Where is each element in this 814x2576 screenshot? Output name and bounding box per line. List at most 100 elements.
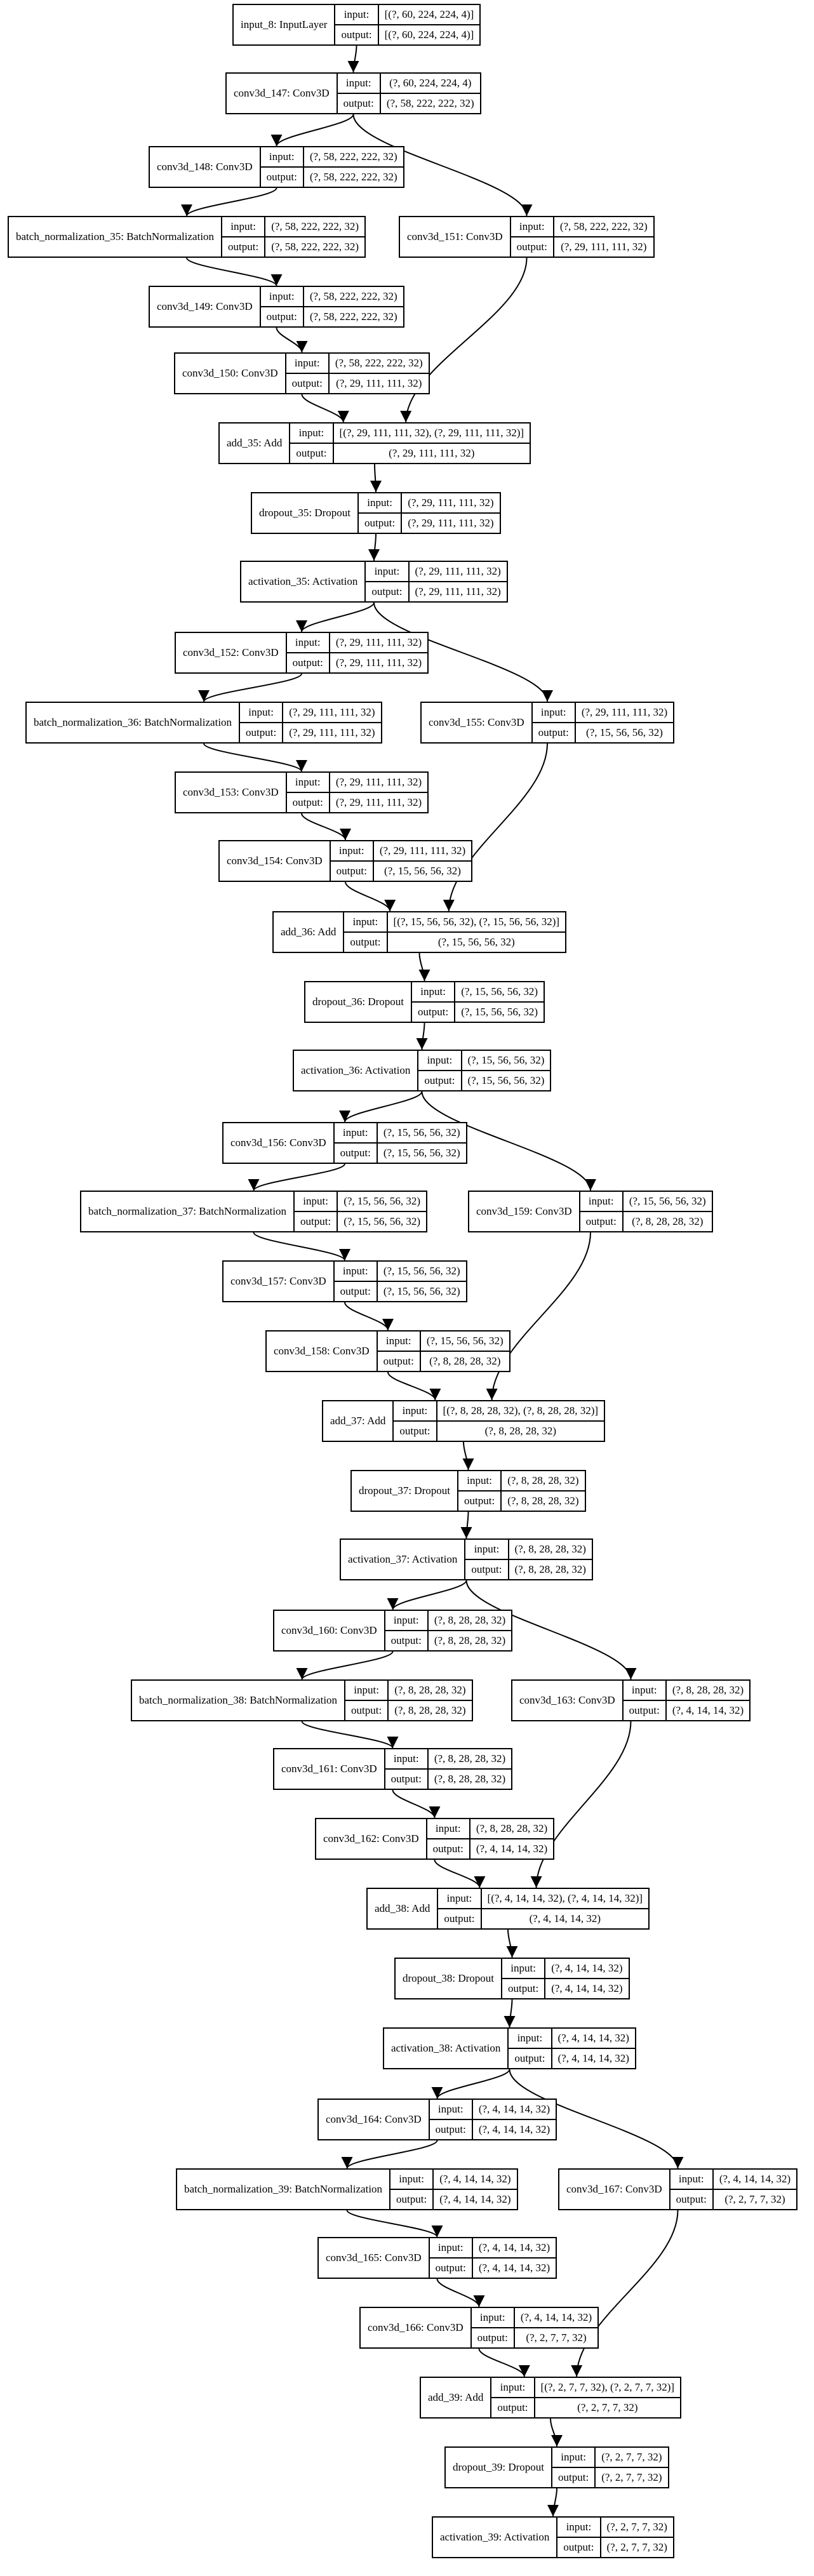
layer-name: batch_normalization_37: BatchNormalizati… <box>81 1192 295 1231</box>
input-shape: (?, 2, 7, 7, 32) <box>606 2521 667 2533</box>
layer-name: add_38: Add <box>368 1889 439 1928</box>
layer-node: conv3d_166: Conv3D input: output:(?, 4, 14… <box>359 2307 599 2349</box>
input-label: input: <box>437 2241 464 2253</box>
input-shape: [(?, 29, 111, 111, 32), (?, 29, 111, 111… <box>339 427 524 439</box>
input-shape: (?, 4, 14, 14, 32) <box>551 1962 623 1974</box>
layer-name: conv3d_164: Conv3D <box>319 2100 430 2139</box>
input-shape: (?, 8, 28, 28, 32) <box>672 1684 744 1696</box>
input-shape: (?, 58, 222, 222, 32) <box>271 220 359 232</box>
input-shape: (?, 58, 222, 222, 32) <box>559 220 648 232</box>
output-shape: (?, 4, 14, 14, 32) <box>666 1700 750 1720</box>
layer-name: batch_normalization_39: BatchNormalizati… <box>177 2170 391 2209</box>
input-label: input: <box>374 565 400 577</box>
input-shape: (?, 58, 222, 222, 32) <box>309 290 397 302</box>
io-label-column: input:output: <box>385 1749 429 1789</box>
output-label: output: <box>334 1142 377 1163</box>
input-label: input: <box>393 1752 419 1765</box>
layer-name: activation_39: Activation <box>433 2518 558 2557</box>
shape-column: (?, 4, 14, 14, 32)(?, 2, 7, 7, 32) <box>514 2308 598 2347</box>
input-shape: (?, 15, 56, 56, 32) <box>383 1265 460 1277</box>
layer-name: conv3d_149: Conv3D <box>150 287 261 326</box>
input-shape: (?, 4, 14, 14, 32) <box>719 2173 791 2185</box>
layer-name: dropout_35: Dropout <box>252 493 359 533</box>
edge-arrow <box>203 743 307 772</box>
edge-arrow <box>550 2418 563 2447</box>
output-shape: (?, 2, 7, 7, 32) <box>535 2397 681 2417</box>
output-shape: (?, 15, 56, 56, 32) <box>373 860 472 881</box>
layer-name: conv3d_163: Conv3D <box>512 1681 624 1720</box>
layer-name: conv3d_148: Conv3D <box>150 147 261 187</box>
output-shape: (?, 15, 56, 56, 32) <box>377 1142 466 1163</box>
io-label-column: input:output: <box>438 1889 482 1928</box>
output-shape: (?, 4, 14, 14, 32) <box>545 1978 629 1998</box>
input-label: input: <box>269 290 295 302</box>
input-label: input: <box>510 1962 536 1974</box>
output-label: output: <box>458 1490 501 1511</box>
layer-name: add_35: Add <box>220 424 291 463</box>
edge-arrow <box>504 1999 516 2028</box>
input-label: input: <box>479 2311 505 2323</box>
shape-column: (?, 8, 28, 28, 32)(?, 8, 28, 28, 32) <box>428 1611 512 1650</box>
output-label: output: <box>295 1211 337 1231</box>
output-shape: (?, 58, 222, 222, 32) <box>265 236 365 257</box>
layer-name: conv3d_160: Conv3D <box>274 1611 385 1650</box>
output-label: output: <box>390 2189 433 2209</box>
layer-name: conv3d_155: Conv3D <box>422 703 533 742</box>
output-label: output: <box>260 166 303 187</box>
input-shape: [(?, 15, 56, 56, 32), (?, 15, 56, 56, 32… <box>393 916 560 928</box>
output-label: output: <box>286 792 329 812</box>
io-label-column: input: output: <box>429 2238 473 2278</box>
shape-column: (?, 4, 14, 14, 32)(?, 4, 14, 14, 32) <box>472 2100 556 2139</box>
input-label: input: <box>588 1195 614 1207</box>
edge-arrow <box>392 1789 441 1819</box>
edge-arrow <box>181 187 277 217</box>
output-label: output: <box>471 2327 514 2347</box>
shape-column: (?, 15, 56, 56, 32)(?, 8, 28, 28, 32) <box>420 1331 509 1371</box>
output-shape: (?, 15, 56, 56, 32) <box>575 722 674 742</box>
input-label: input: <box>295 776 321 788</box>
io-label-column: input:output: <box>334 1262 378 1301</box>
output-shape: (?, 4, 14, 14, 32) <box>472 2257 556 2278</box>
io-label-column: input:output: <box>337 74 381 113</box>
layer-name: conv3d_166: Conv3D <box>361 2308 472 2347</box>
shape-column: (?, 58, 222, 222, 32)(?, 29, 111, 111, 3… <box>329 354 429 393</box>
shape-column: (?, 8, 28, 28, 32)(?, 8, 28, 28, 32) <box>428 1749 512 1789</box>
layer-name: batch_normalization_38: BatchNormalizati… <box>132 1681 346 1720</box>
io-label-column: input:output: <box>385 1611 429 1650</box>
input-label: input: <box>631 1684 657 1696</box>
shape-column: (?, 2, 7, 7, 32)(?, 2, 7, 7, 32) <box>601 2518 673 2557</box>
layer-node: batch_normalization_35: BatchNormalizati… <box>8 216 366 258</box>
output-label: output: <box>429 2257 472 2278</box>
output-label: output: <box>502 1978 545 1998</box>
output-label: output: <box>510 236 553 257</box>
layer-name: batch_normalization_35: BatchNormalizati… <box>9 217 223 257</box>
layer-name: input_8: InputLayer <box>234 5 336 44</box>
layer-name: conv3d_158: Conv3D <box>267 1331 378 1371</box>
input-label: input: <box>467 1474 492 1486</box>
output-shape: (?, 29, 111, 111, 32) <box>409 581 507 601</box>
edge-arrow <box>344 1302 394 1331</box>
shape-column: [(?, 29, 111, 111, 32), (?, 29, 111, 111… <box>333 424 530 463</box>
output-label: output: <box>359 512 401 533</box>
input-shape: (?, 8, 28, 28, 32) <box>507 1474 579 1486</box>
edge-arrow <box>296 1651 394 1680</box>
shape-column: (?, 4, 14, 14, 32) (?, 4, 14, 14, 32) <box>545 1959 629 1998</box>
layer-name: conv3d_157: Conv3D <box>224 1262 335 1301</box>
output-label: output: <box>623 1700 665 1720</box>
layer-name: conv3d_151: Conv3D <box>400 217 511 257</box>
shape-column: (?, 15, 56, 56, 32)(?, 15, 56, 56, 32) <box>338 1192 427 1231</box>
